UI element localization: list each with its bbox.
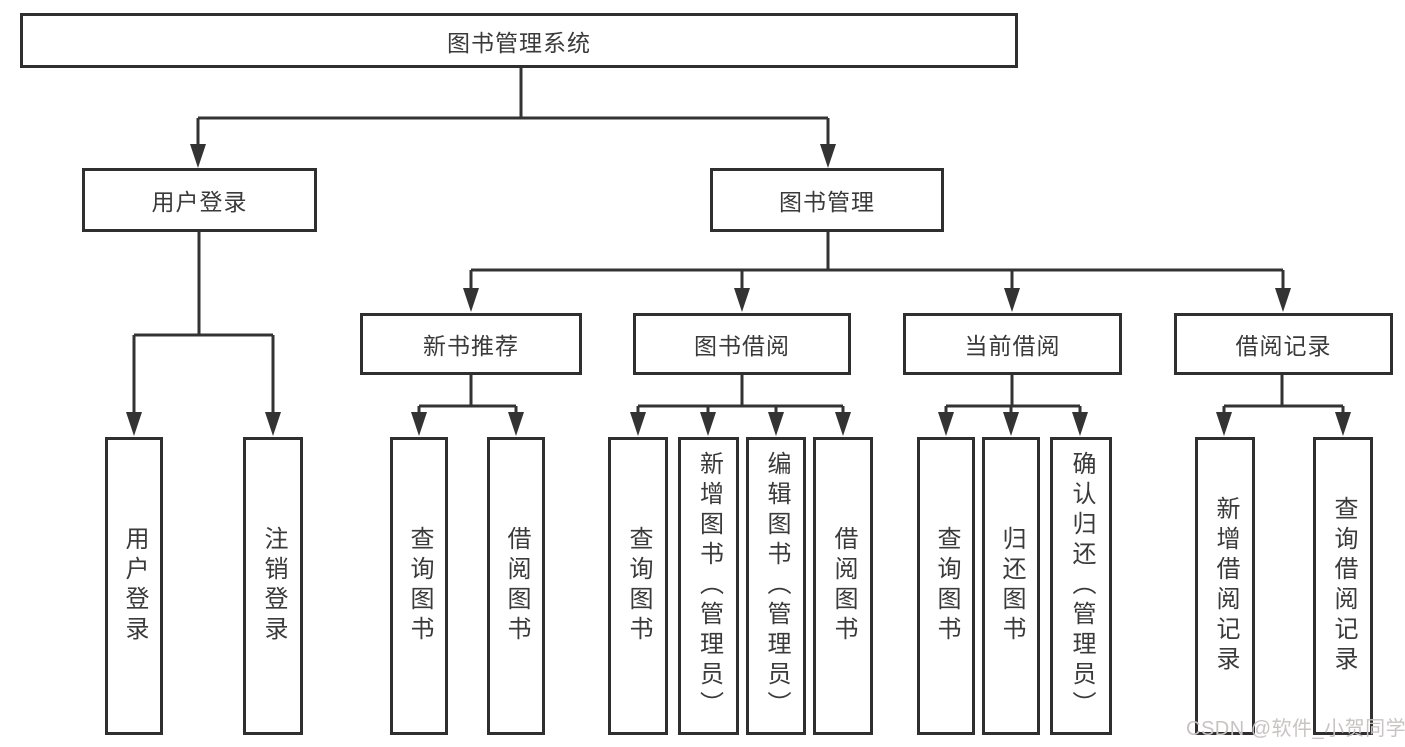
leaf-borrow-books-2-label: 借阅图书	[830, 526, 857, 646]
leaf-user-login-label: 用户登录	[121, 526, 148, 646]
leaf-confirm-return-admin: 确认归还（管理员）	[1050, 437, 1112, 735]
node-borrow-records: 借阅记录	[1174, 313, 1393, 375]
node-current-borrow: 当前借阅	[903, 313, 1122, 375]
node-book-management: 图书管理	[710, 168, 944, 232]
node-book-borrow: 图书借阅	[633, 313, 851, 375]
leaf-add-borrow-record-label: 新增借阅记录	[1212, 496, 1239, 676]
leaf-return-books: 归还图书	[982, 437, 1040, 735]
node-user-login: 用户登录	[82, 168, 317, 232]
leaf-add-books-admin-label: 新增图书（管理员）	[695, 451, 723, 721]
leaf-borrow-books-1-label: 借阅图书	[503, 526, 530, 646]
leaf-query-books-2: 查询图书	[608, 437, 668, 735]
node-book-management-label: 图书管理	[779, 189, 875, 215]
leaf-confirm-return-admin-label: 确认归还（管理员）	[1068, 451, 1095, 721]
leaf-logout-label: 注销登录	[260, 526, 287, 646]
leaf-add-books-admin: 新增图书（管理员）	[678, 437, 739, 735]
leaf-user-login: 用户登录	[105, 437, 163, 735]
leaf-return-books-label: 归还图书	[998, 526, 1025, 646]
arrowhead-icons	[126, 144, 1351, 436]
leaf-query-borrow-record-label: 查询借阅记录	[1330, 496, 1357, 676]
leaf-logout: 注销登录	[243, 437, 303, 735]
leaf-add-borrow-record: 新增借阅记录	[1195, 437, 1255, 735]
leaf-borrow-books-2: 借阅图书	[813, 437, 873, 735]
leaf-borrow-books-1: 借阅图书	[487, 437, 545, 735]
leaf-query-books-3: 查询图书	[917, 437, 975, 735]
node-book-borrow-label: 图书借阅	[694, 333, 790, 359]
leaf-query-borrow-record: 查询借阅记录	[1313, 437, 1373, 735]
leaf-query-books-3-label: 查询图书	[933, 526, 960, 646]
leaf-edit-books-admin-label: 编辑图书（管理员）	[763, 451, 790, 721]
node-current-borrow-label: 当前借阅	[964, 333, 1061, 359]
node-library-system: 图书管理系统	[20, 13, 1018, 68]
node-new-book-recommend-label: 新书推荐	[423, 333, 519, 359]
leaf-query-books-2-label: 查询图书	[625, 526, 652, 646]
node-user-login-label: 用户登录	[151, 189, 248, 215]
connector-paths	[132, 68, 1345, 416]
node-new-book-recommend: 新书推荐	[360, 313, 582, 375]
leaf-query-books-1: 查询图书	[390, 437, 448, 735]
node-library-system-label: 图书管理系统	[447, 29, 591, 56]
csdn-watermark: CSDN @软件_小贺同学	[1186, 718, 1405, 740]
leaf-edit-books-admin: 编辑图书（管理员）	[746, 437, 806, 735]
node-borrow-records-label: 借阅记录	[1235, 333, 1332, 359]
leaf-query-books-1-label: 查询图书	[406, 526, 433, 646]
